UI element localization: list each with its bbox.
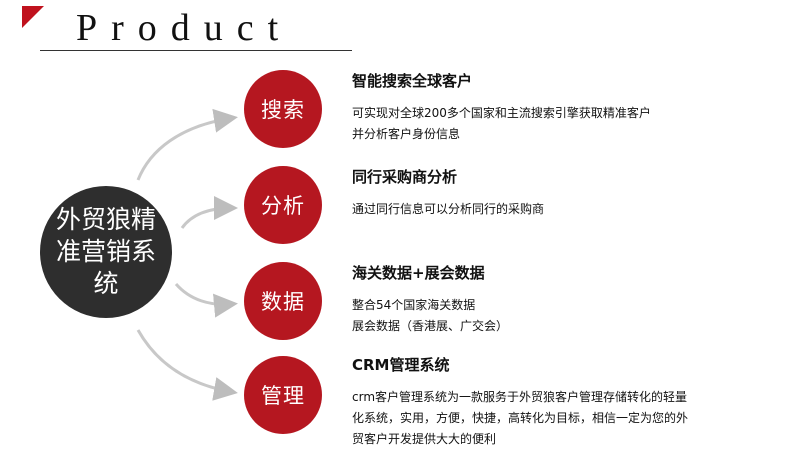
feature-data-desc: 整合54个国家海关数据 展会数据（香港展、广交会） (352, 295, 744, 337)
feature-manage-desc: crm客户管理系统为一款服务于外贸狼客户管理存储转化的轻量 化系统，实用，方便，… (352, 387, 744, 450)
node-analysis-label: 分析 (261, 194, 305, 218)
feature-manage: CRM管理系统 crm客户管理系统为一款服务于外贸狼客户管理存储转化的轻量 化系… (352, 354, 744, 450)
page-title: Product (76, 7, 293, 49)
node-search: 搜索 (244, 70, 322, 148)
feature-data: 海关数据+展会数据 整合54个国家海关数据 展会数据（香港展、广交会） (352, 262, 744, 337)
corner-accent (22, 6, 44, 28)
hub-circle: 外贸狼精准营销系统 (40, 186, 172, 318)
feature-data-heading: 海关数据+展会数据 (352, 264, 485, 282)
arrow-to-manage (136, 329, 238, 401)
hub-label: 外贸狼精准营销系统 (55, 205, 156, 298)
node-analysis: 分析 (244, 166, 322, 244)
feature-manage-heading: CRM管理系统 (352, 356, 450, 374)
feature-search-heading: 智能搜索全球客户 (352, 72, 473, 90)
desc-line: 通过同行信息可以分析同行的采购商 (352, 202, 545, 216)
feature-analysis: 同行采购商分析 通过同行信息可以分析同行的采购商 (352, 166, 744, 220)
node-data: 数据 (244, 262, 322, 340)
desc-line: 可实现对全球200多个国家和主流搜索引擎获取精准客户 (352, 106, 651, 120)
feature-search-desc: 可实现对全球200多个国家和主流搜索引擎获取精准客户 并分析客户身份信息 (352, 103, 744, 145)
feature-analysis-heading: 同行采购商分析 (352, 168, 458, 186)
desc-line: 贸客户开发提供大大的便利 (352, 432, 497, 446)
arrow-to-analysis (180, 196, 238, 229)
feature-analysis-desc: 通过同行信息可以分析同行的采购商 (352, 199, 744, 220)
title-underline (40, 50, 352, 51)
feature-search: 智能搜索全球客户 可实现对全球200多个国家和主流搜索引擎获取精准客户 并分析客… (352, 70, 744, 145)
node-manage-label: 管理 (261, 384, 305, 408)
desc-line: 展会数据（香港展、广交会） (352, 319, 509, 333)
desc-line: 化系统，实用，方便，快捷，高转化为目标，相信一定为您的外 (352, 411, 689, 425)
arrow-to-search (136, 108, 238, 181)
node-search-label: 搜索 (261, 98, 305, 122)
desc-line: 并分析客户身份信息 (352, 127, 461, 141)
desc-line: crm客户管理系统为一款服务于外贸狼客户管理存储转化的轻量 (352, 390, 688, 404)
node-data-label: 数据 (261, 290, 305, 314)
arrow-to-data (174, 282, 238, 318)
desc-line: 整合54个国家海关数据 (352, 298, 476, 312)
node-manage: 管理 (244, 356, 322, 434)
